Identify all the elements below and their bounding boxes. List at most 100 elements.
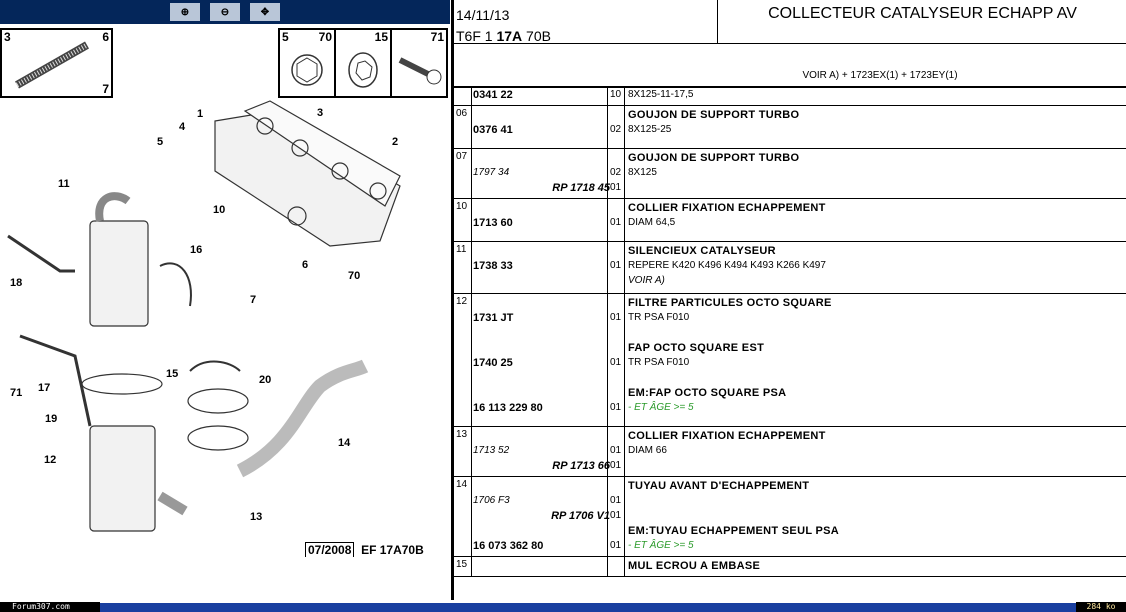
column-divider <box>607 88 608 105</box>
callout-18[interactable]: 18 <box>10 277 23 289</box>
header-code: T6F 1 17A 70B <box>456 26 715 47</box>
status-bar <box>0 603 1126 612</box>
catalyst-silencer <box>89 220 149 327</box>
row-line: VOIR A) <box>454 274 1126 289</box>
part-name: EM:FAP OCTO SQUARE PSA <box>628 387 787 399</box>
part-reference[interactable]: 1797 34 <box>473 167 510 178</box>
column-divider <box>624 427 625 476</box>
item-number: 10 <box>456 201 468 212</box>
part-detail: 8X125-11-17,5 <box>628 89 694 100</box>
callout-7[interactable]: 7 <box>250 294 257 306</box>
part-name: GOUJON DE SUPPORT TURBO <box>628 109 800 121</box>
item-number: 14 <box>456 479 468 490</box>
column-divider <box>624 199 625 241</box>
part-reference[interactable]: 1706 F3 <box>473 495 510 506</box>
stud-icon <box>15 41 89 89</box>
flange-nut-icon <box>291 54 323 86</box>
callout-19[interactable]: 19 <box>45 413 58 425</box>
zoom-out-button[interactable]: ⊖ <box>210 3 240 21</box>
thumbnail-bolt[interactable]: 71 <box>390 28 448 98</box>
column-divider <box>471 557 472 576</box>
thumb-label: 5 <box>282 30 289 44</box>
callout-12[interactable]: 12 <box>44 454 57 466</box>
part-reference[interactable]: 0376 41 <box>473 124 513 136</box>
diagram-code: EF 17A70B <box>361 543 424 557</box>
callout-11[interactable]: 11 <box>58 178 70 190</box>
thumbnail-stud[interactable]: 3 6 7 <box>0 28 113 98</box>
callout-2[interactable]: 2 <box>392 136 399 148</box>
part-reference[interactable]: 1713 60 <box>473 217 513 229</box>
row-line: FAP OCTO SQUARE EST <box>454 341 1126 356</box>
page-title: COLLECTEUR CATALYSEUR ECHAPP AV <box>768 5 1077 22</box>
row-line: TUYAU AVANT D'ECHAPPEMENT <box>454 479 1126 494</box>
callout-17[interactable]: 17 <box>38 382 51 394</box>
thumb-label: 70 <box>318 30 332 44</box>
callout-71[interactable]: 71 <box>10 387 23 399</box>
part-reference[interactable]: 0341 22 <box>473 89 513 101</box>
thumbnail-nut[interactable]: 15 <box>334 28 392 98</box>
quantity: 01 <box>610 540 622 551</box>
callout-14[interactable]: 14 <box>338 437 351 449</box>
callout-4[interactable]: 4 <box>179 121 186 133</box>
row-line <box>454 326 1126 341</box>
callout-13[interactable]: 13 <box>250 511 263 523</box>
part-reference[interactable]: 1738 33 <box>473 260 513 272</box>
part-detail: VOIR A) <box>628 275 665 286</box>
part-detail: DIAM 64,5 <box>628 217 676 228</box>
part-name: SILENCIEUX CATALYSEUR <box>628 245 776 257</box>
callout-70[interactable]: 70 <box>348 270 361 282</box>
callout-10[interactable]: 10 <box>213 204 226 216</box>
part-reference[interactable]: 1740 25 <box>473 357 513 369</box>
replacement-reference[interactable]: RP 1713 66 <box>552 460 610 472</box>
parts-list-panel: 14/11/13 T6F 1 17A 70B COLLECTEUR CATALY… <box>451 0 1126 600</box>
part-reference[interactable]: 1731 JT <box>473 312 514 324</box>
column-divider <box>471 149 472 198</box>
row-line: GOUJON DE SUPPORT TURBO <box>454 108 1126 123</box>
part-reference[interactable]: 1713 52 <box>473 445 510 456</box>
row-line: EM:TUYAU ECHAPPEMENT SEUL PSA <box>454 524 1126 539</box>
quantity: 01 <box>610 312 622 323</box>
item-number: 07 <box>456 151 468 162</box>
callout-15[interactable]: 15 <box>166 368 179 380</box>
column-divider <box>471 242 472 293</box>
callout-16[interactable]: 16 <box>190 244 203 256</box>
code-prefix: T6F 1 <box>456 28 497 44</box>
quantity: 01 <box>610 260 622 271</box>
part-reference[interactable]: 16 073 362 80 <box>473 540 544 552</box>
column-divider <box>471 427 472 476</box>
bolt-icon <box>398 57 442 85</box>
zoom-toolbar: ⊕ ⊖ ✥ <box>0 0 450 24</box>
callout-1[interactable]: 1 <box>197 108 204 120</box>
zoom-in-icon: ⊕ <box>180 6 190 18</box>
callout-5[interactable]: 5 <box>157 136 164 148</box>
row-line: GOUJON DE SUPPORT TURBO <box>454 151 1126 166</box>
replacement-reference[interactable]: RP 1706 V1 <box>551 510 610 522</box>
column-divider <box>607 427 608 476</box>
part-reference[interactable]: 16 113 229 80 <box>473 402 543 414</box>
callout-20[interactable]: 20 <box>259 374 272 386</box>
row-line: COLLIER FIXATION ECHAPPEMENT <box>454 429 1126 444</box>
zoom-in-button[interactable]: ⊕ <box>170 3 200 21</box>
callout-6[interactable]: 6 <box>302 259 309 271</box>
replacement-reference[interactable]: RP 1718 45 <box>552 182 610 194</box>
pan-zoom-button[interactable]: ✥ <box>250 3 280 21</box>
callout-3[interactable]: 3 <box>317 107 324 119</box>
code-suffix: 70B <box>522 28 551 44</box>
